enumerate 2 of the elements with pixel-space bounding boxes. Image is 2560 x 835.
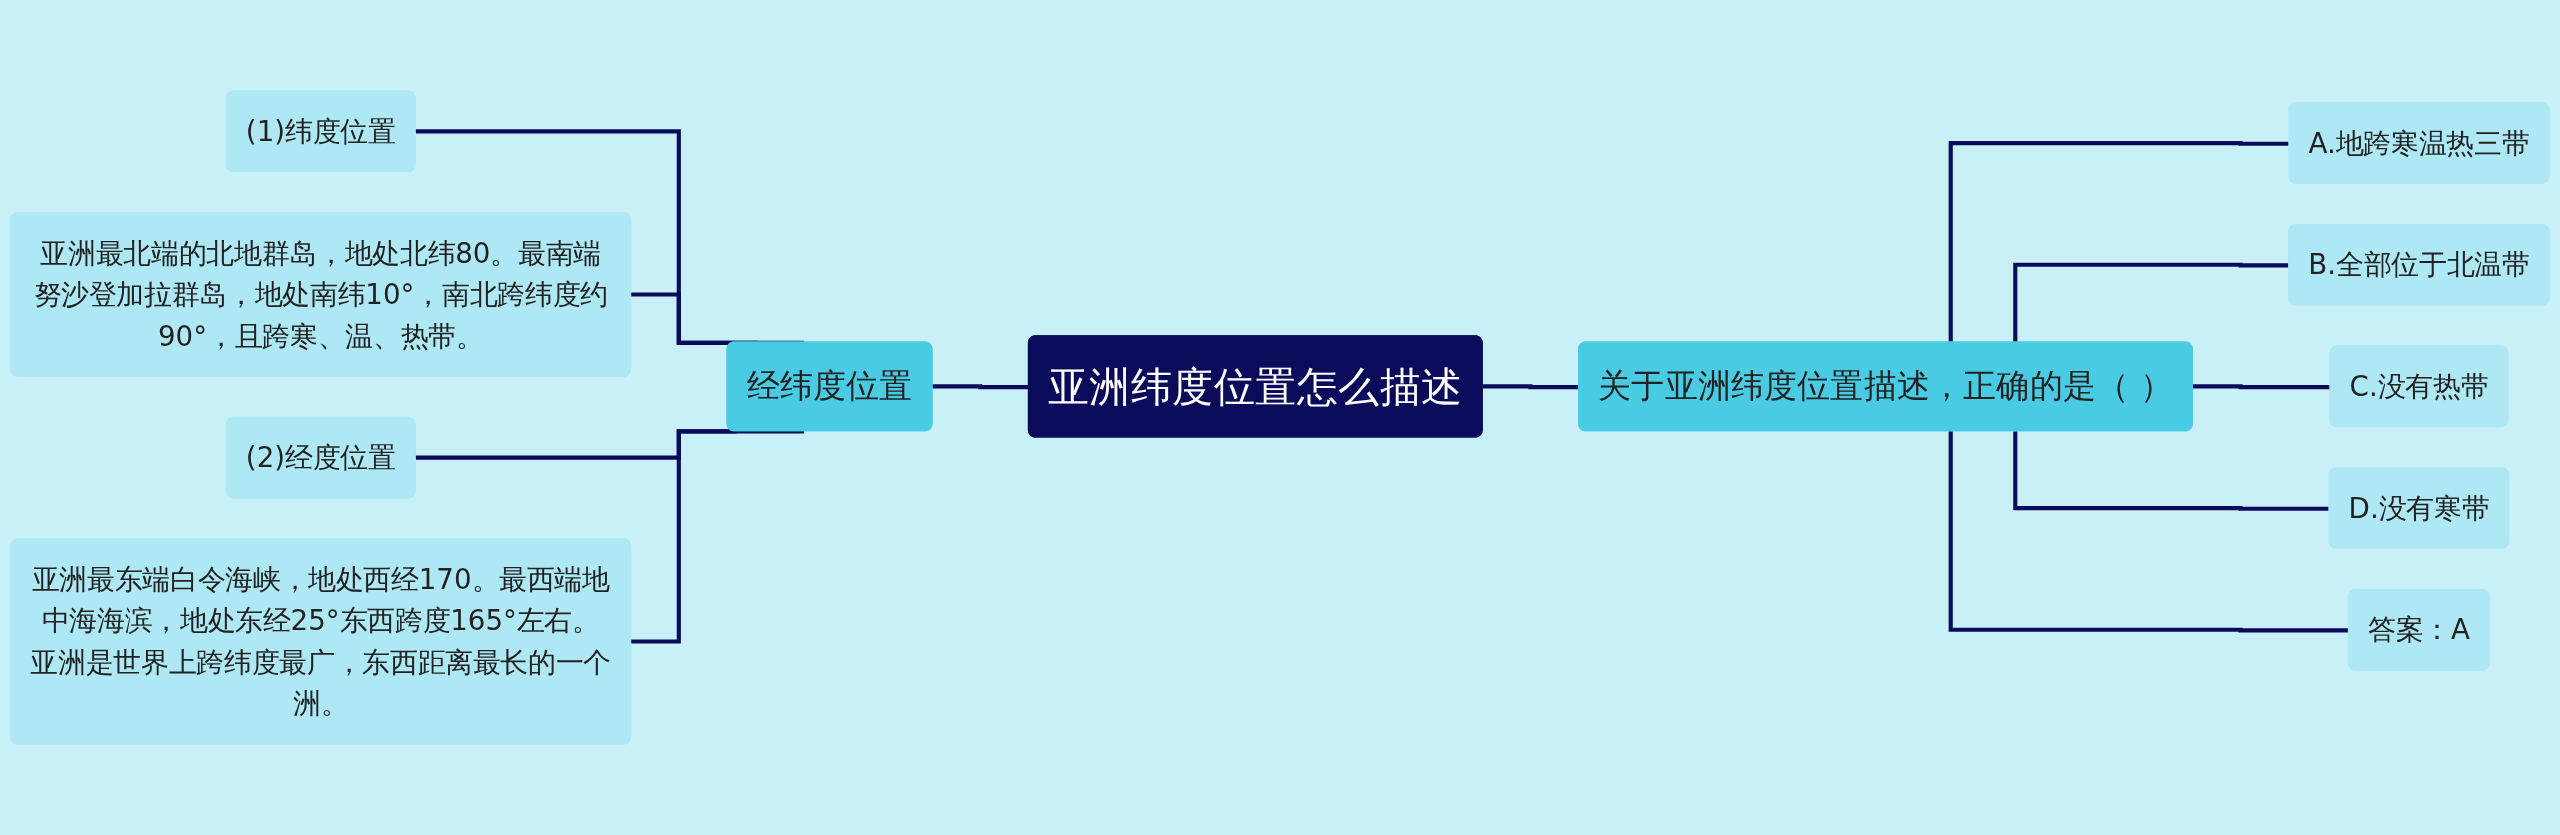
connector	[2013, 431, 2330, 511]
connector	[1948, 141, 2290, 343]
